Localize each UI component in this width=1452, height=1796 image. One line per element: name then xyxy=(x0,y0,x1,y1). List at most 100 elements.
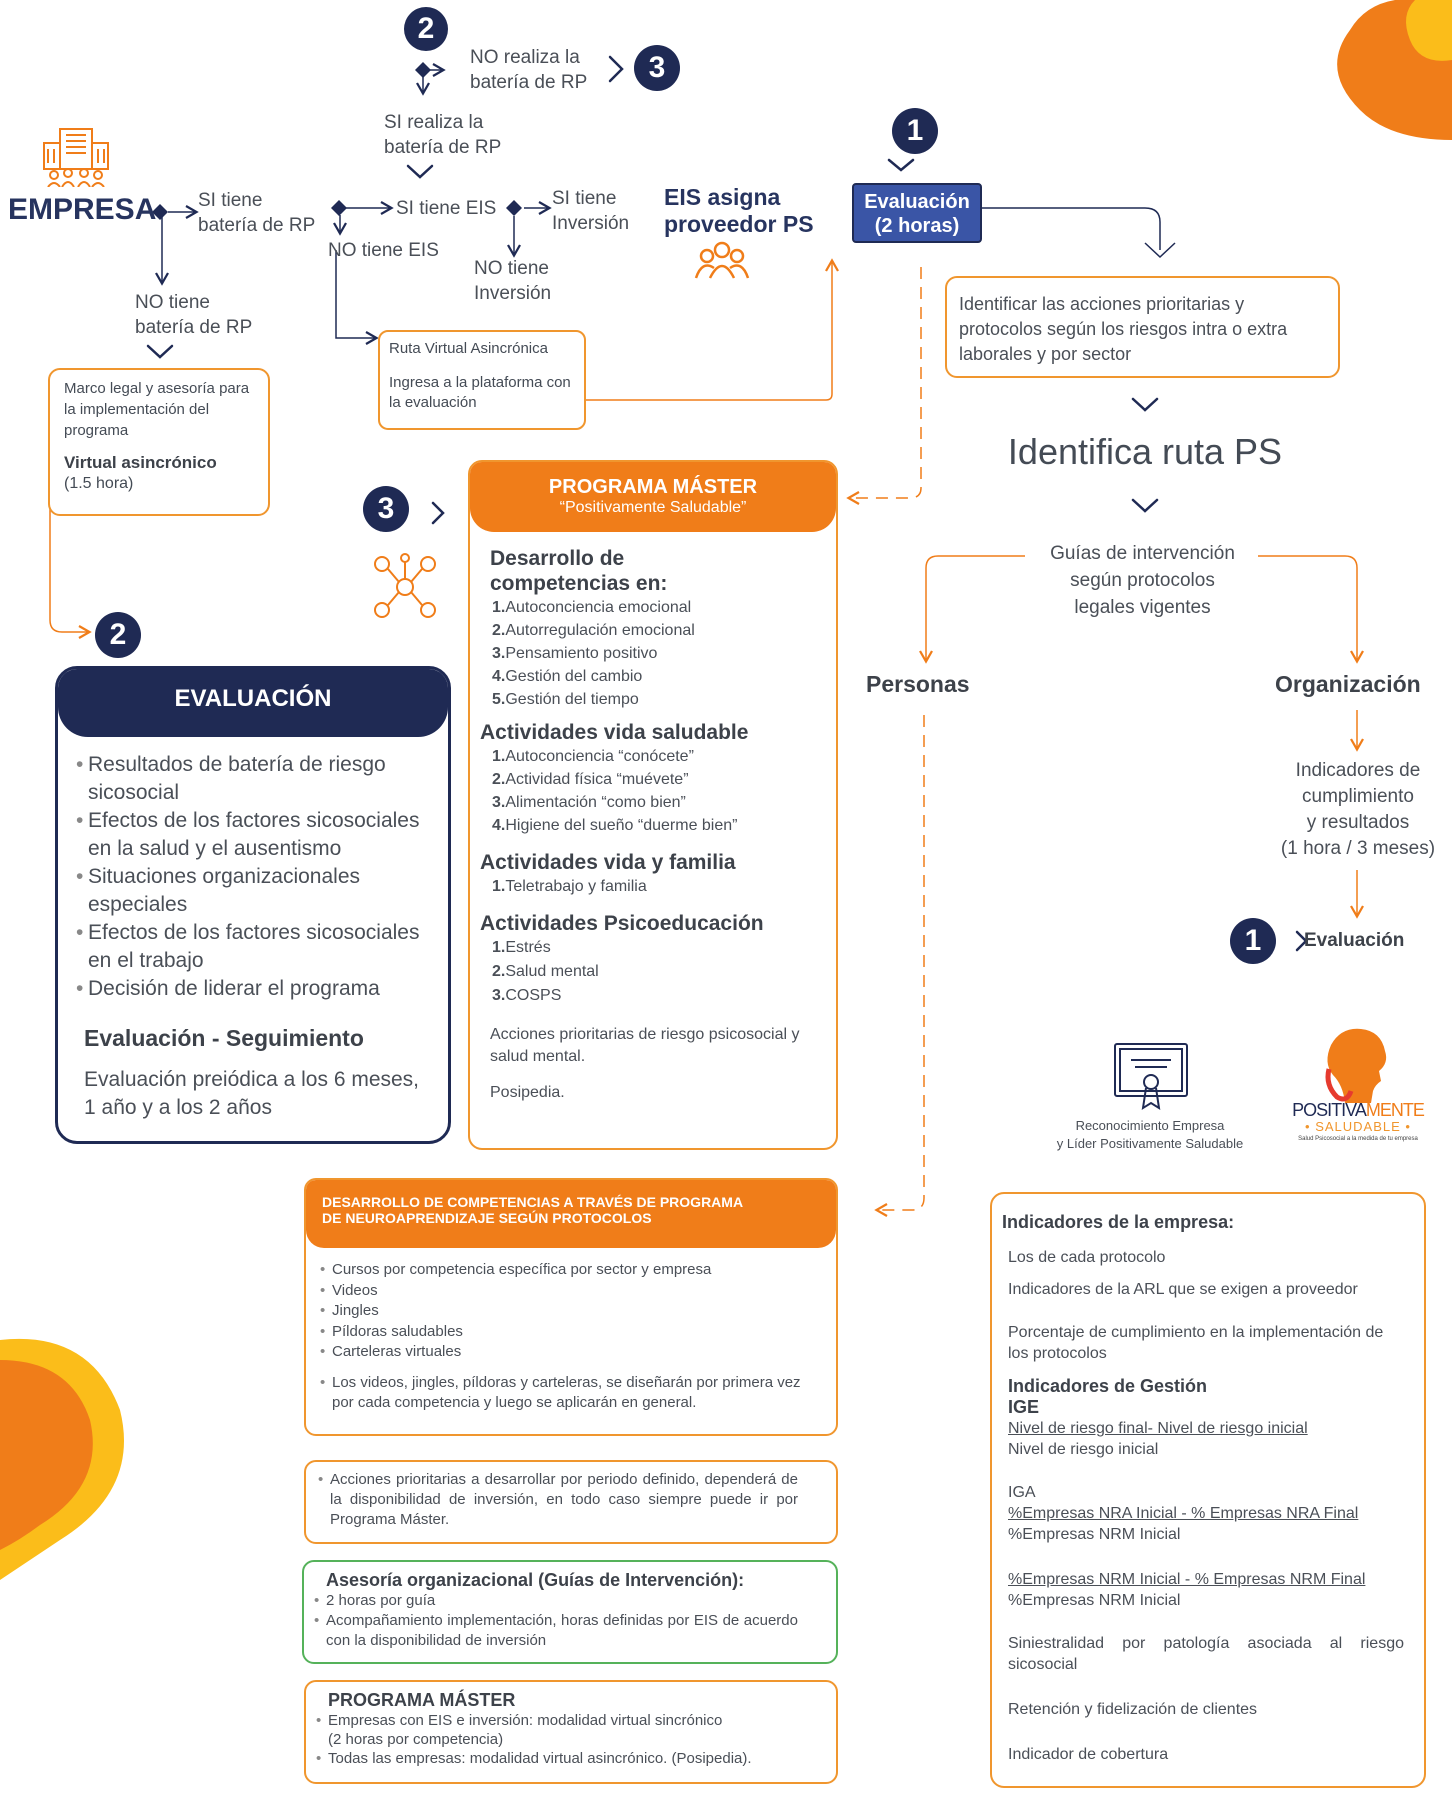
eis-asigna-label: EIS asigna proveedor PS xyxy=(664,184,814,237)
building-people-icon xyxy=(43,128,109,187)
list-item: Los videos, jingles, píldoras y carteler… xyxy=(320,1373,816,1414)
iga1-numerator: %Empresas NRA Inicial - % Empresas NRA F… xyxy=(1008,1505,1359,1522)
list-item: Decisión de liderar el programa xyxy=(76,975,434,1003)
acciones-prioritarias-text: Acciones prioritarias a desarrollar por … xyxy=(318,1470,798,1530)
iga2-numerator: %Empresas NRM Inicial - % Empresas NRM F… xyxy=(1008,1571,1366,1588)
competencias-title: Desarrollo de competencias en: xyxy=(490,547,668,595)
evaluacion-panel: EVALUACIÓN Resultados de batería de ries… xyxy=(55,666,451,1144)
programa-master-modalidad-list: Empresas con EIS e inversión: modalidad … xyxy=(316,1711,824,1768)
asesoria-list: 2 horas por guía Acompañamiento implemen… xyxy=(314,1591,798,1651)
step-2-badge-top: 2 xyxy=(404,7,448,51)
master-acciones: Acciones prioritarias de riesgo psicosoc… xyxy=(490,1026,800,1065)
neuroaprendizaje-card: DESARROLLO DE COMPETENCIAS A TRAVÉS DE P… xyxy=(304,1178,838,1436)
list-item: Situaciones organizacionales especiales xyxy=(76,863,434,919)
list-item: Cursos por competencia específica por se… xyxy=(320,1260,816,1281)
list-item: Jingles xyxy=(320,1301,816,1322)
list-item: 1.Autoconciencia emocional xyxy=(492,599,692,616)
step-3-badge-master: 3 xyxy=(363,486,409,532)
asesoria-box: Asesoría organizacional (Guías de Interv… xyxy=(302,1560,838,1664)
no-realiza-label: NO realiza la batería de RP xyxy=(470,47,588,93)
indicador-porcentaje: Porcentaje de cumplimiento en la impleme… xyxy=(1008,1324,1384,1362)
list-item: 4.Gestión del cambio xyxy=(492,668,643,685)
list-item: 4.Higiene del sueño “duerme bien” xyxy=(492,817,738,834)
list-item: 3.COSPS xyxy=(492,987,562,1004)
si-eis-label: SI tiene EIS xyxy=(396,198,497,219)
list-item: Carteleras virtuales xyxy=(320,1342,816,1363)
evaluacion-items: Resultados de batería de riesgo sicosoci… xyxy=(76,751,448,1003)
certificate-icon xyxy=(1114,1043,1188,1110)
list-item: 1.Teletrabajo y familia xyxy=(492,878,647,895)
list-item: 3.Pensamiento positivo xyxy=(492,645,658,662)
psicoeducacion-title: Actividades Psicoeducación xyxy=(480,912,764,935)
list-item: Resultados de batería de riesgo sicosoci… xyxy=(76,751,434,807)
identifica-ruta-title: Identifica ruta PS xyxy=(1007,431,1283,472)
ruta-virtual-text: Ingresa a la plataforma con la evaluació… xyxy=(389,374,571,411)
empresa-label: EMPRESA xyxy=(8,193,157,226)
iga2-denominator: %Empresas NRM Inicial xyxy=(1008,1592,1181,1609)
programa-master-header: PROGRAMA MÁSTER “Positivamente Saludable… xyxy=(470,462,836,532)
no-eis-label: NO tiene EIS xyxy=(328,240,439,261)
neuroaprendizaje-title: DESARROLLO DE COMPETENCIAS A TRAVÉS DE P… xyxy=(306,1180,836,1248)
indicador-retencion: Retención y fidelización de clientes xyxy=(1008,1701,1258,1718)
marco-legal-hours: (1.5 hora) xyxy=(64,475,134,492)
ruta-virtual-box: Ruta Virtual Asincrónica Ingresa a la pl… xyxy=(378,330,586,430)
neuroaprendizaje-list: Cursos por competencia específica por se… xyxy=(320,1260,816,1414)
logo-text-saludable: • SALUDABLE • xyxy=(1305,1119,1411,1134)
si-inversion-label: SI tiene Inversión xyxy=(552,188,630,234)
indicadores-title: Indicadores de la empresa: xyxy=(1002,1212,1235,1232)
seguimiento-title: Evaluación - Seguimiento xyxy=(84,1025,364,1051)
acciones-prioritarias-box: Acciones prioritarias a desarrollar por … xyxy=(304,1460,838,1544)
vida-saludable-title: Actividades vida saludable xyxy=(480,721,749,744)
branch-si-rp: SI tiene batería de RP xyxy=(198,190,316,236)
ige-denominator: Nivel de riesgo inicial xyxy=(1008,1441,1159,1458)
decor-blob-left xyxy=(0,1338,124,1580)
evaluacion-final-label: Evaluación xyxy=(1304,930,1405,951)
programa-master-modalidad-title: PROGRAMA MÁSTER xyxy=(328,1690,516,1710)
list-item: 2.Actividad física “muévete” xyxy=(492,771,689,788)
marco-legal-mode: Virtual asincrónico xyxy=(64,453,217,472)
competencias-list: 1.Autoconciencia emocional 2.Autorregula… xyxy=(492,596,824,711)
master-posipedia: Posipedia. xyxy=(490,1084,565,1101)
programa-master-card: PROGRAMA MÁSTER “Positivamente Saludable… xyxy=(468,460,838,1150)
positivamente-head-icon xyxy=(1325,1028,1387,1103)
programa-master-subtitle: “Positivamente Saludable” xyxy=(559,499,747,516)
indicador-protocolo: Los de cada protocolo xyxy=(1008,1249,1166,1266)
logo-text-mente: MENTE xyxy=(1365,1100,1425,1120)
personas-label: Personas xyxy=(866,671,970,697)
step-1-badge-final: 1 xyxy=(1230,918,1276,964)
list-item: Efectos de los factores sicosociales en … xyxy=(76,919,434,975)
logo-text-positiva: POSITIVA xyxy=(1292,1100,1367,1120)
indicadores-cumplimiento: Indicadores de cumplimiento y resultados… xyxy=(1280,760,1436,859)
list-item: Acompañamiento implementación, horas def… xyxy=(314,1611,798,1651)
decor-blob-top-right xyxy=(1337,0,1452,140)
list-item: 1.Estrés xyxy=(492,939,551,956)
evaluacion-2h-box: Evaluación (2 horas) xyxy=(852,183,982,243)
list-item: 2.Salud mental xyxy=(492,963,599,980)
identificar-text: Identificar las acciones prioritarias y … xyxy=(959,294,1288,364)
marco-legal-box: Marco legal y asesoría para la implement… xyxy=(48,368,270,516)
reconocimiento-text: Reconocimiento Empresa y Líder Positivam… xyxy=(1056,1118,1244,1151)
list-item: 3.Alimentación “como bien” xyxy=(492,794,686,811)
network-people-icon xyxy=(374,553,436,618)
no-inversion-label: NO tiene Inversión xyxy=(474,258,552,304)
ige-label: IGE xyxy=(1008,1397,1040,1417)
programa-master-title: PROGRAMA MÁSTER xyxy=(548,476,758,498)
list-item: 2 horas por guía xyxy=(314,1591,798,1611)
list-item: Efectos de los factores sicosociales en … xyxy=(76,807,434,863)
ruta-virtual-title: Ruta Virtual Asincrónica xyxy=(389,340,548,357)
iga1-denominator: %Empresas NRM Inicial xyxy=(1008,1526,1181,1543)
indicadores-empresa-box: Indicadores de la empresa: Los de cada p… xyxy=(990,1192,1426,1788)
seguimiento-text: Evaluación preiódica a los 6 meses, 1 añ… xyxy=(84,1068,420,1119)
guias-text: Guías de intervención según protocolos l… xyxy=(1050,543,1235,618)
ige-numerator: Nivel de riesgo final- Nivel de riesgo i… xyxy=(1008,1420,1308,1437)
people-group-icon xyxy=(694,241,750,279)
vida-familia-title: Actividades vida y familia xyxy=(480,851,736,874)
list-item: 5.Gestión del tiempo xyxy=(492,691,639,708)
list-item: Videos xyxy=(320,1281,816,1302)
vida-familia-list: 1.Teletrabajo y familia xyxy=(492,875,824,898)
si-realiza-label: SI realiza la batería de RP xyxy=(384,112,502,158)
vida-saludable-list: 1.Autoconciencia “conócete” 2.Actividad … xyxy=(492,745,824,837)
positivamente-logo: POSITIVAMENTE • SALUDABLE • Salud Psicos… xyxy=(1288,1100,1428,1144)
indicador-cobertura: Indicador de cobertura xyxy=(1008,1746,1169,1763)
list-item: 1.Autoconciencia “conócete” xyxy=(492,748,694,765)
